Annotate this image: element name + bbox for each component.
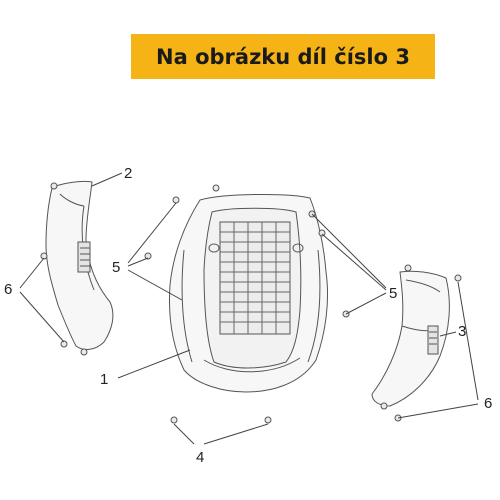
part-3-right-side-cover — [371, 270, 450, 407]
fasteners — [40, 182, 462, 424]
callout-5-left: 5 — [112, 259, 120, 276]
callout-6-right: 6 — [484, 395, 492, 412]
part-1-front-cover — [169, 193, 328, 393]
callout-2: 2 — [124, 165, 132, 182]
callout-4: 4 — [196, 449, 204, 466]
callout-1: 1 — [100, 371, 108, 388]
leader-lines — [19, 172, 479, 445]
callout-6-left: 6 — [4, 281, 12, 298]
callout-5-right: 5 — [389, 285, 397, 302]
callout-3: 3 — [458, 323, 466, 340]
banner-text: Na obrázku díl číslo 3 — [156, 44, 410, 69]
part-2-left-side-cover — [45, 181, 114, 350]
part-banner: Na obrázku díl číslo 3 — [131, 34, 435, 79]
